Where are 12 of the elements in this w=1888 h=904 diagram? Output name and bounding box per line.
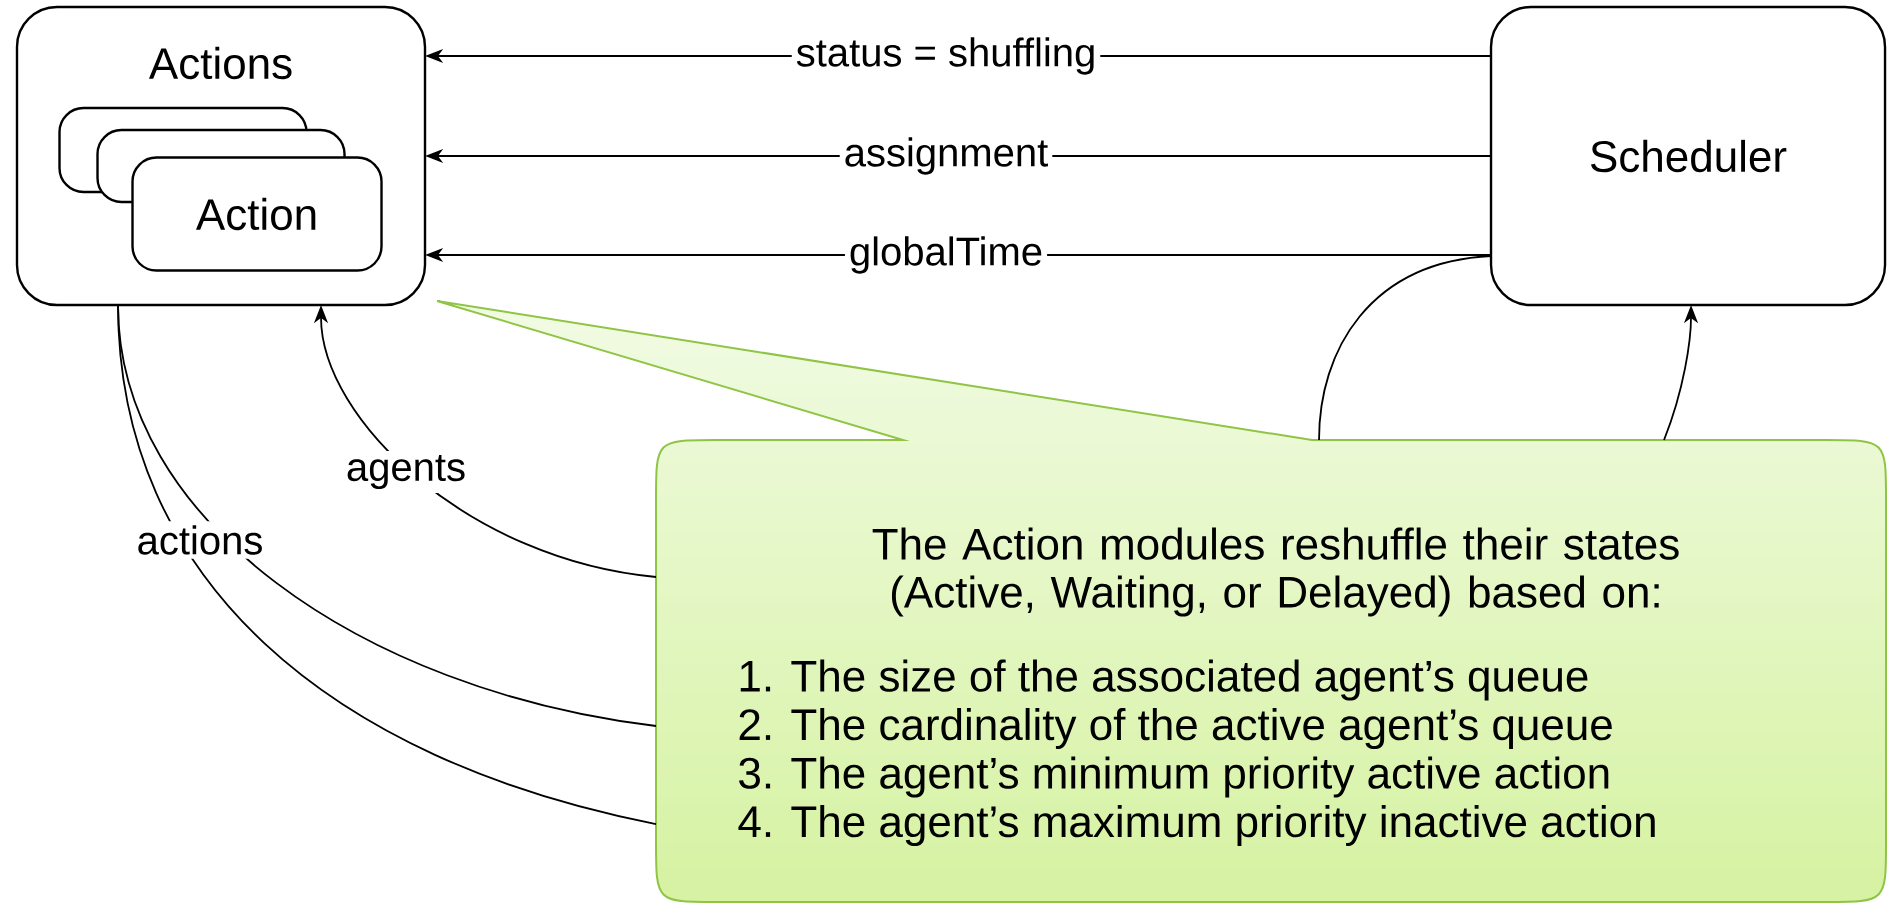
list-item: 1. The size of the associated agent’s queue bbox=[740, 659, 1588, 701]
list-item: 2. The cardinality of the active agent’s queue bbox=[739, 708, 1612, 749]
list-item: 3. The agent’s minimum priority active action bbox=[739, 756, 1609, 798]
edge-label: assignment bbox=[839, 133, 1053, 179]
callout-text: The Action modules reshuffle their states (Active, Waiting, or Delayed) based on: bbox=[872, 527, 1679, 617]
edge-label: globalTime bbox=[844, 232, 1048, 278]
process-box: Action bbox=[131, 156, 383, 272]
edge-label: agents bbox=[341, 450, 471, 494]
edge-label: status = shuffling bbox=[791, 33, 1101, 79]
process-box: Scheduler bbox=[1489, 5, 1887, 307]
edge-label: actions bbox=[132, 521, 268, 559]
list-item: 4. The agent’s maximum priority inactive action bbox=[738, 805, 1655, 846]
